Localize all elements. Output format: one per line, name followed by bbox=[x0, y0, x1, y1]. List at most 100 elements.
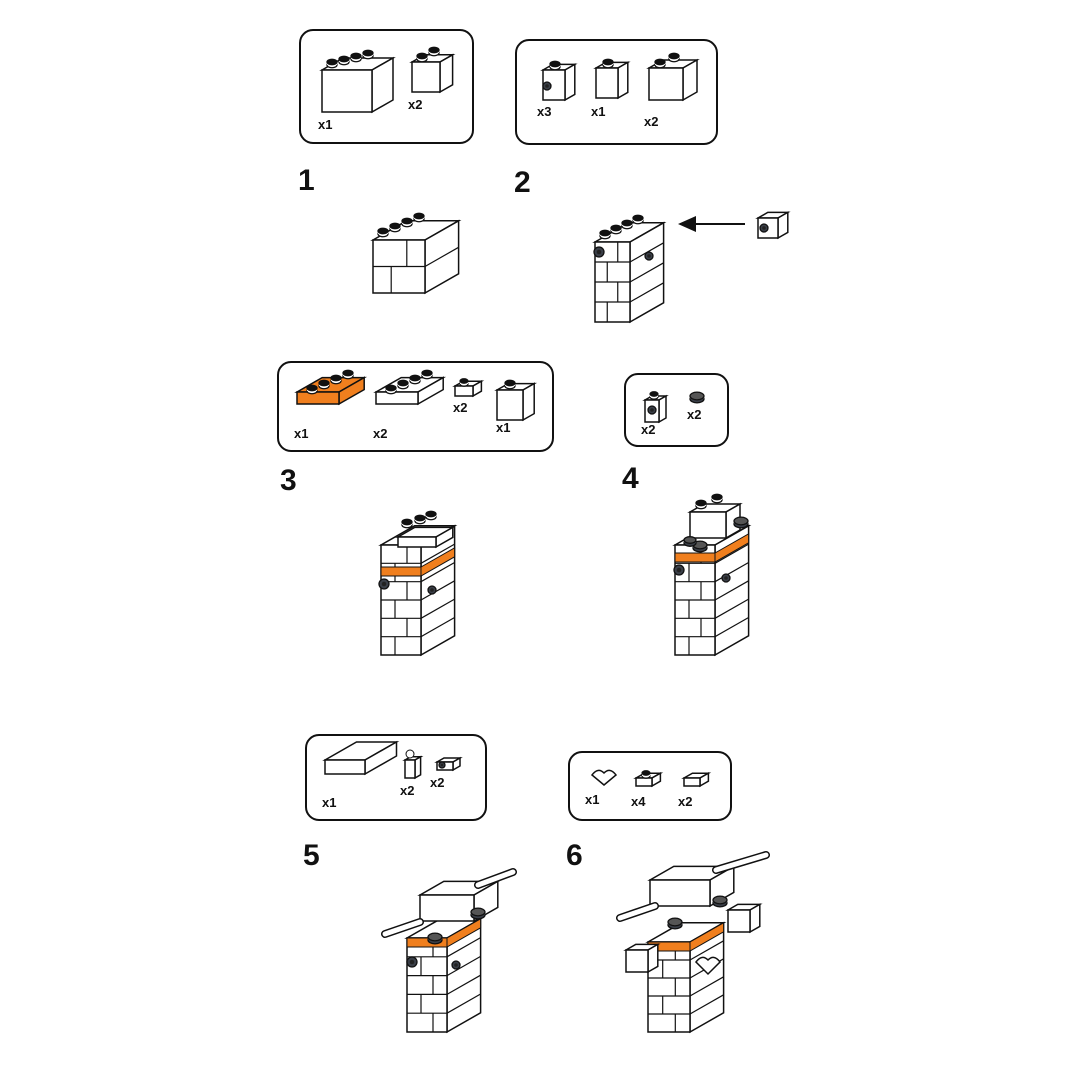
bar bbox=[713, 852, 769, 873]
heart-tile bbox=[695, 956, 721, 976]
brick-1x4-front bbox=[321, 69, 373, 113]
stud-top bbox=[549, 60, 561, 68]
brick-seam bbox=[714, 598, 749, 619]
tower-front bbox=[406, 937, 448, 1033]
stud-top bbox=[330, 374, 342, 382]
brick-side-stud-side bbox=[564, 63, 576, 102]
brick-seam bbox=[446, 955, 481, 977]
part-quantity: x1 bbox=[294, 426, 309, 441]
stud-top bbox=[602, 58, 614, 66]
orange-plate bbox=[714, 532, 750, 563]
plate-top-front bbox=[397, 536, 437, 548]
bracket-side bbox=[658, 394, 667, 424]
stud-top bbox=[599, 229, 611, 237]
part-quantity: x2 bbox=[408, 97, 423, 112]
part-quantity: x1 bbox=[591, 104, 606, 119]
plate-orange-front bbox=[296, 391, 340, 405]
side-stud bbox=[650, 408, 654, 412]
stud-top bbox=[470, 907, 486, 917]
side-stud bbox=[440, 763, 444, 767]
stud-top bbox=[695, 499, 707, 507]
bar bbox=[382, 919, 423, 937]
stud-top bbox=[409, 374, 421, 382]
stud-top bbox=[416, 52, 428, 60]
brick-seam bbox=[420, 580, 455, 601]
step-number-3: 3 bbox=[280, 464, 297, 497]
stud-top bbox=[326, 58, 338, 66]
brick-1x2-side bbox=[439, 53, 454, 94]
brick-seam bbox=[446, 974, 481, 995]
stud-top bbox=[654, 58, 666, 66]
side-brick-side bbox=[647, 943, 659, 974]
brick-seam bbox=[629, 262, 664, 283]
stud-top bbox=[459, 378, 469, 384]
brick-seam bbox=[714, 543, 749, 564]
part-quantity: x2 bbox=[373, 426, 388, 441]
plate-1x1-front bbox=[635, 777, 653, 787]
part-quantity: x2 bbox=[453, 400, 468, 415]
stud-top bbox=[413, 212, 425, 220]
stud-top bbox=[421, 369, 433, 377]
stud-top bbox=[401, 217, 413, 225]
side-stud bbox=[762, 226, 766, 230]
step-number-6: 6 bbox=[566, 839, 583, 872]
part-quantity: x3 bbox=[537, 104, 552, 119]
tile-1x1-front bbox=[683, 777, 701, 787]
part-quantity: x1 bbox=[318, 117, 333, 132]
stud-top bbox=[401, 518, 413, 526]
parts-box-step-4: x2 x2 bbox=[624, 373, 729, 447]
side-brick-front bbox=[625, 949, 649, 973]
stud-top bbox=[667, 917, 683, 927]
side-stud bbox=[724, 576, 728, 580]
stud-top bbox=[350, 52, 362, 60]
stud-top bbox=[414, 514, 426, 522]
stud-top bbox=[632, 214, 644, 222]
side-stud bbox=[454, 963, 458, 967]
stud-top bbox=[338, 55, 350, 63]
stud-top bbox=[712, 895, 728, 905]
brick-1x1-front bbox=[595, 67, 619, 99]
side-brick-front bbox=[727, 909, 751, 933]
brick-seam bbox=[420, 598, 455, 619]
side-stud bbox=[676, 567, 682, 573]
stud-top bbox=[683, 536, 697, 544]
brick-seam bbox=[629, 282, 664, 303]
brick-seam bbox=[420, 561, 455, 583]
heart-tile bbox=[590, 769, 618, 786]
brick-1x2-front bbox=[648, 67, 684, 101]
part-quantity: x4 bbox=[631, 794, 646, 809]
part-quantity: x2 bbox=[644, 114, 659, 129]
part-quantity: x2 bbox=[678, 794, 693, 809]
stud-top bbox=[342, 369, 354, 377]
stud-top bbox=[397, 379, 409, 387]
brick-seam bbox=[714, 561, 749, 583]
plate-1x2-front bbox=[454, 385, 474, 397]
step-number-2: 2 bbox=[514, 166, 531, 199]
orange-plate bbox=[446, 917, 482, 948]
brick-seam bbox=[689, 976, 724, 997]
tile-top-front bbox=[419, 894, 475, 922]
part-quantity: x2 bbox=[687, 407, 702, 422]
stud-top bbox=[425, 510, 437, 518]
clip-front bbox=[404, 759, 416, 779]
brick-seam bbox=[420, 616, 455, 638]
stud-top bbox=[362, 49, 374, 57]
stud-top bbox=[318, 379, 330, 387]
plate-white-front bbox=[375, 391, 419, 405]
part-quantity: x1 bbox=[496, 420, 511, 435]
brick-seam bbox=[714, 580, 749, 601]
brick-seam bbox=[446, 993, 481, 1014]
side-stud bbox=[430, 588, 434, 592]
stud-top bbox=[621, 219, 633, 227]
clip-side bbox=[414, 755, 422, 780]
brick-seam bbox=[446, 937, 481, 958]
tile-top-front bbox=[649, 879, 711, 907]
stud-top bbox=[668, 52, 680, 60]
stud-top bbox=[641, 770, 651, 776]
orange-plate bbox=[380, 566, 422, 577]
side-stud bbox=[409, 959, 415, 965]
brick-seam bbox=[420, 543, 455, 564]
brick-1x2-side bbox=[682, 58, 698, 102]
side-stud bbox=[596, 249, 602, 255]
